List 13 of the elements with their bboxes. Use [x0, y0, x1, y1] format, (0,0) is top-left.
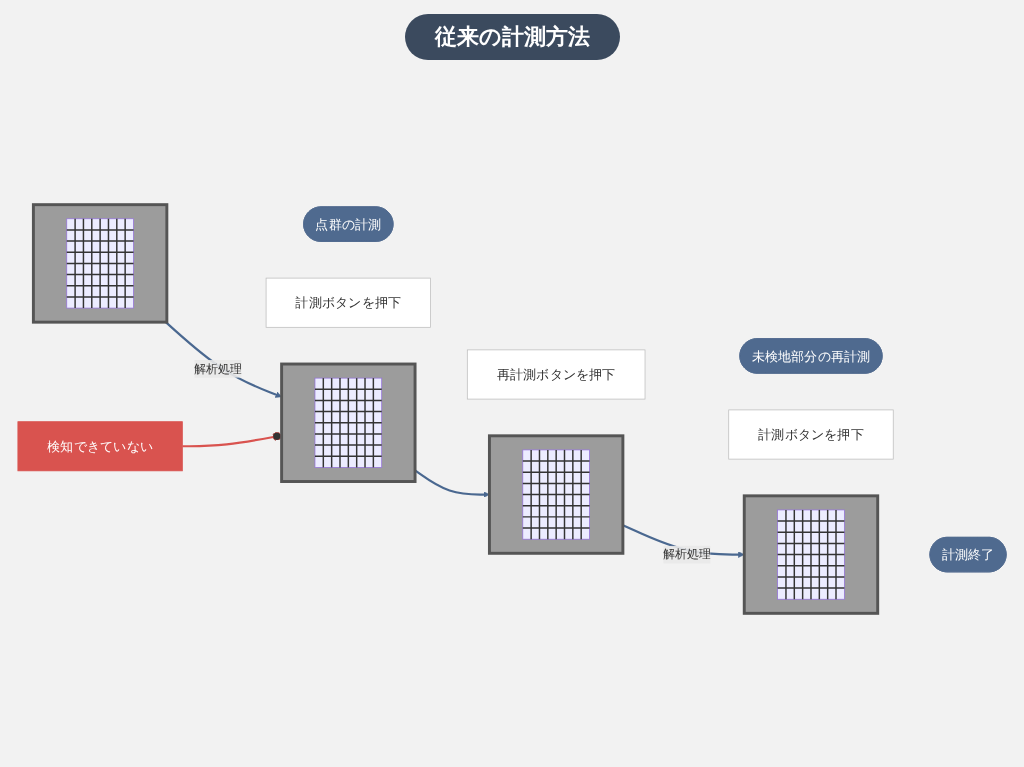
node-box: 検知できていない: [17, 421, 183, 472]
arrow: [165, 321, 282, 398]
node-picture: [487, 434, 625, 555]
node-picture: [742, 494, 880, 615]
node-box: 計測ボタンを押下: [265, 277, 431, 328]
node-picture: [280, 362, 417, 483]
connector: [182, 431, 282, 448]
node-picture: [31, 203, 169, 324]
node-box: 再計測ボタンを押下: [466, 349, 646, 400]
title-banner: 従来の計測方法: [404, 14, 620, 60]
node-box: 計測ボタンを押下: [728, 409, 894, 460]
edge-label: 解析処理: [663, 547, 711, 562]
edge-label: 解析処理: [194, 361, 242, 376]
